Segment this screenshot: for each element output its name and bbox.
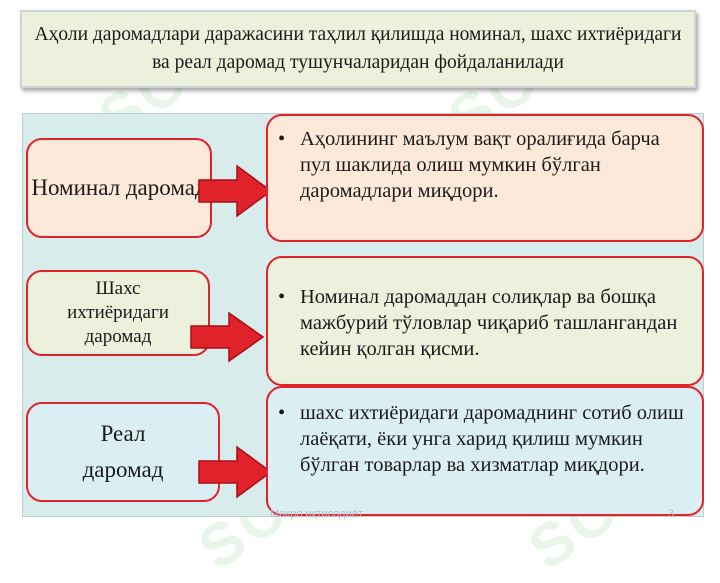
arrow-right-icon — [198, 445, 273, 499]
desc-box-nominal: • Аҳолининг маълум вақт оралиғида барча … — [266, 114, 704, 242]
desc-disposable: Номинал даромаддан солиқлар ва бошқа маж… — [300, 286, 678, 360]
arrow-right-icon — [190, 311, 265, 363]
page-number: 3 — [668, 508, 675, 520]
desc-box-disposable: • Номинал даромаддан солиқлар ва бошқа м… — [266, 256, 704, 386]
bullet-icon: • — [278, 402, 286, 424]
bullet-icon: • — [278, 286, 286, 308]
label-box-real: Реал даромад — [26, 402, 220, 502]
desc-nominal: Аҳолининг маълум вақт оралиғида барча пу… — [300, 128, 660, 202]
label-disposable: Шахс ихтиёридаги даромад — [67, 278, 169, 347]
desc-real: шахс ихтиёридаги даромаднинг сотиб олиш … — [300, 402, 684, 476]
arrow-right-icon — [198, 164, 273, 218]
slide-footer: Макро иқтисодиёт — [270, 508, 363, 520]
label-nominal: Номинал даромад — [31, 175, 207, 200]
desc-box-real: • шахс ихтиёридаги даромаднинг сотиб оли… — [266, 386, 704, 516]
label-real: Реал даромад — [82, 421, 164, 482]
label-box-disposable: Шахс ихтиёридаги даромад — [26, 270, 210, 356]
label-box-nominal: Номинал даромад — [26, 138, 212, 238]
slide-title: Аҳоли даромадлари даражасини таҳлил қили… — [34, 24, 682, 73]
bullet-icon: • — [278, 128, 286, 150]
slide-title-box: Аҳоли даромадлари даражасини таҳлил қили… — [20, 10, 696, 88]
